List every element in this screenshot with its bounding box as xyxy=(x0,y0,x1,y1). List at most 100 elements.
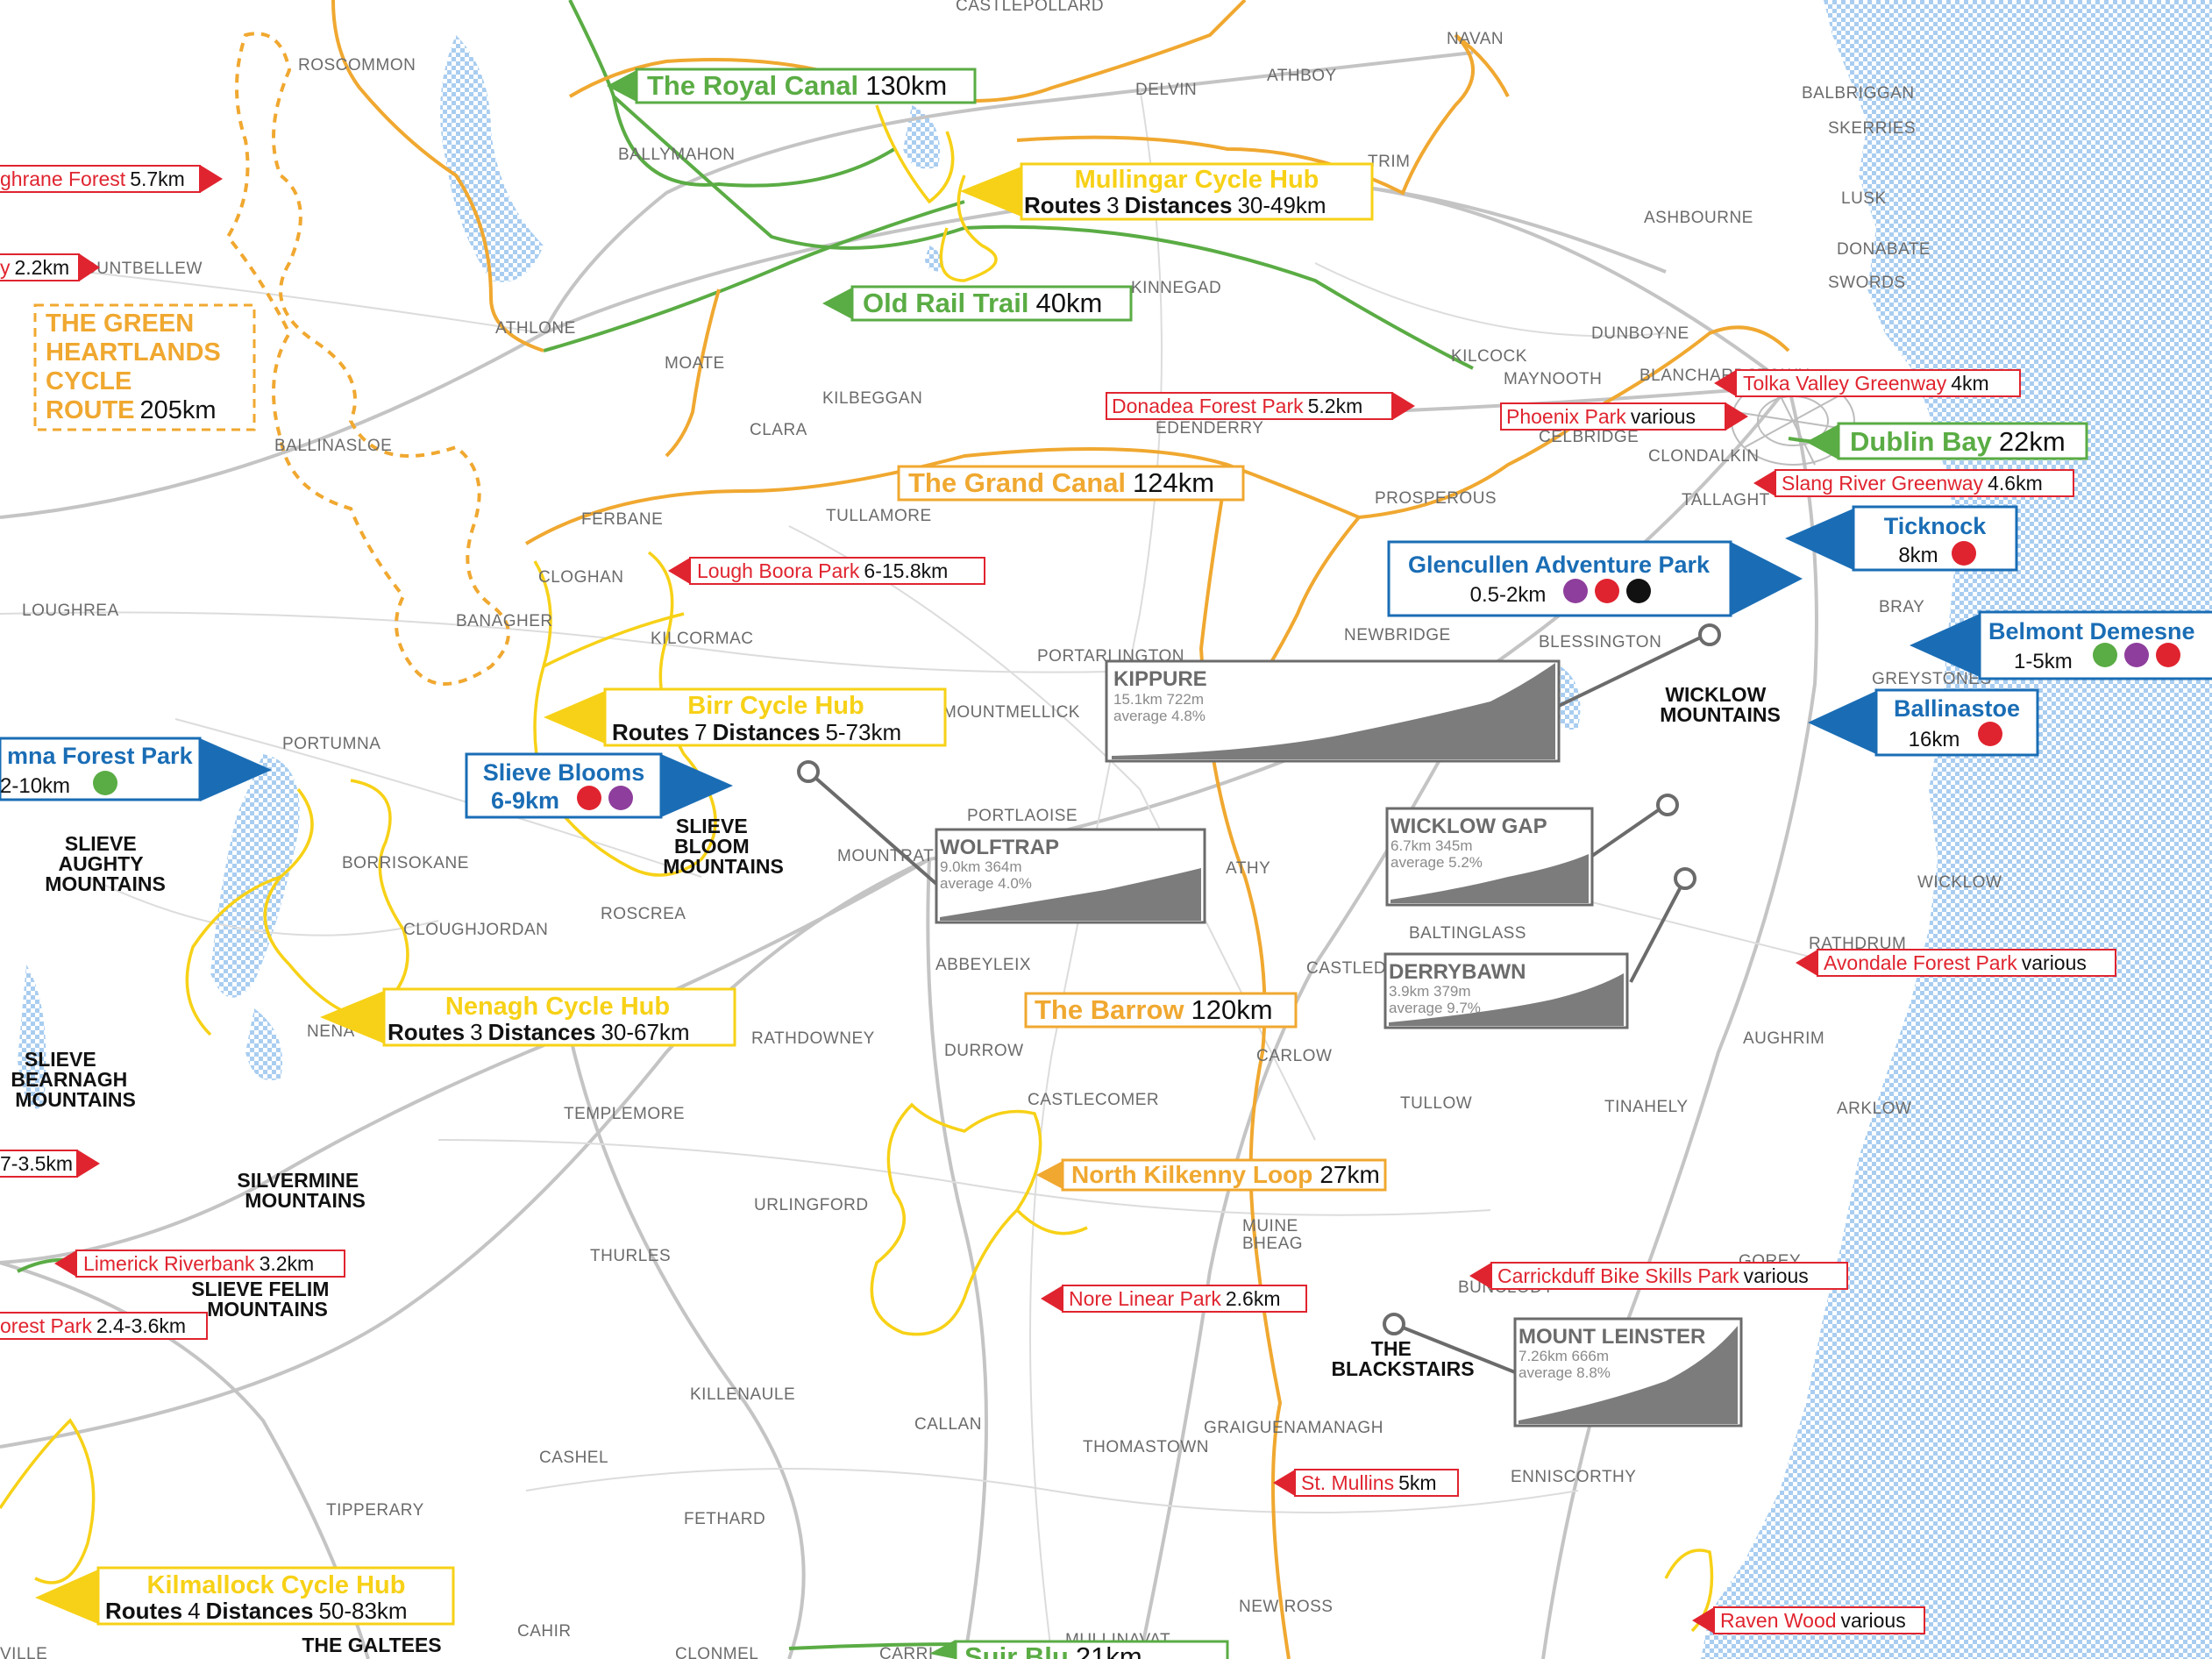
svg-text:7-3.5km: 7-3.5km xyxy=(0,1152,73,1175)
svg-text:average 5.2%: average 5.2% xyxy=(1391,854,1483,871)
town-rathdowney: RATHDOWNEY xyxy=(751,1029,875,1048)
grade-dot-red xyxy=(577,786,601,810)
town-ferbane: FERBANE xyxy=(581,510,663,529)
town-clara: CLARA xyxy=(750,421,807,439)
town-templemore: TEMPLEMORE xyxy=(564,1105,685,1123)
town-ballymahon: BALLYMAHON xyxy=(618,146,735,164)
town-delvin: DELVIN xyxy=(1135,81,1197,99)
town-tinahely: TINAHELY xyxy=(1604,1098,1689,1116)
svg-text:15.1km 722m: 15.1km 722m xyxy=(1113,691,1204,708)
svg-text:2-10km: 2-10km xyxy=(0,774,70,798)
mtb-portumna[interactable]: mna Forest Park 2-10km xyxy=(0,737,272,801)
mtb-belmont[interactable]: Belmont Demesne 1-5km xyxy=(1910,610,2212,680)
town-urlingford: URLINGFORD xyxy=(754,1196,869,1214)
town-rathdrum: RATHDRUM xyxy=(1809,935,1906,953)
mtb-glencullen[interactable]: Glencullen Adventure Park 0.5-2km xyxy=(1387,540,1803,617)
town-cahir: CAHIR xyxy=(517,1622,572,1641)
town-clonmel: CLONMEL xyxy=(675,1645,758,1659)
town-carrick: CARRI xyxy=(879,1645,934,1659)
town-prosperous: PROSPEROUS xyxy=(1375,489,1497,508)
town-swords: SWORDS xyxy=(1828,274,1906,292)
svg-text:Glencullen Adventure Park: Glencullen Adventure Park xyxy=(1408,552,1711,578)
climb-wicklow-gap[interactable]: WICKLOW GAP 6.7km 345m average 5.2% xyxy=(1385,794,1679,907)
town-thurles: THURLES xyxy=(590,1247,671,1265)
mountain-slieve-aughty: SLIEVE AUGHTY MOUNTAINS xyxy=(45,832,166,895)
town-tullow: TULLOW xyxy=(1400,1094,1472,1113)
mtb-ballinastoe[interactable]: Ballinastoe 16km xyxy=(1808,688,2039,757)
town-athy: ATHY xyxy=(1226,859,1270,878)
mtb-slieve-blooms[interactable]: Slieve Blooms 6-9km xyxy=(465,752,733,819)
town-ountbellew: OUNTBELLEW xyxy=(83,260,203,278)
town-greystones: GREYSTONES xyxy=(1872,670,1992,688)
mountain-silvermine: SILVERMINE MOUNTAINS xyxy=(237,1169,365,1212)
svg-text:MOUNT LEINSTER: MOUNT LEINSTER xyxy=(1519,1325,1705,1349)
svg-text:1-5km: 1-5km xyxy=(2014,650,2073,673)
town-castlepollard: CASTLEPOLLARD xyxy=(956,0,1104,15)
mountain-labels: SLIEVE AUGHTY MOUNTAINS SLIEVE BLOOM MOU… xyxy=(11,683,1780,1656)
grade-dot-green xyxy=(2093,643,2117,667)
mountain-wicklow: WICKLOW MOUNTAINS xyxy=(1660,683,1781,726)
town-carlow: CARLOW xyxy=(1256,1047,1332,1065)
grade-dot-red xyxy=(1978,722,2002,746)
town-roscrea: ROSCREA xyxy=(601,905,686,923)
climb-mount-leinster[interactable]: MOUNT LEINSTER 7.26km 666m average 8.8% xyxy=(1383,1313,1743,1428)
climb-derrybawn[interactable]: DERRYBAWN 3.9km 379m average 9.7% xyxy=(1383,867,1696,1029)
town-kilbeggan: KILBEGGAN xyxy=(822,389,922,408)
town-kilcock: KILCOCK xyxy=(1451,347,1527,366)
town-dunboyne: DUNBOYNE xyxy=(1591,324,1689,343)
town-arklow: ARKLOW xyxy=(1837,1100,1911,1118)
mountain-slieve-bloom: SLIEVE BLOOM MOUNTAINS xyxy=(663,815,784,878)
town-fethard: FETHARD xyxy=(684,1510,765,1528)
town-callan: CALLAN xyxy=(914,1415,982,1434)
town-mountrath: MOUNTRATH xyxy=(837,847,946,865)
climb-wolftrap[interactable]: WOLFTRAP 9.0km 364m average 4.0% xyxy=(797,760,1206,924)
svg-text:0.5-2km: 0.5-2km xyxy=(1470,583,1547,607)
town-loughrea: LOUGHREA xyxy=(22,602,119,620)
irish-sea xyxy=(1701,0,2212,1659)
svg-text:average 4.0%: average 4.0% xyxy=(940,875,1032,892)
town-celbridge: CELBRIDGE xyxy=(1539,428,1639,446)
road-network xyxy=(0,51,1818,1659)
mountain-slieve-bearnagh: SLIEVE BEARNAGH MOUNTAINS xyxy=(11,1048,135,1111)
town-portlaoise: PORTLAOISE xyxy=(967,807,1078,825)
town-clondalkin: CLONDALKIN xyxy=(1648,447,1759,466)
mtb-ticknock[interactable]: Ticknock 8km xyxy=(1785,505,2018,572)
town-cashel: CASHEL xyxy=(539,1449,608,1467)
svg-text:average 9.7%: average 9.7% xyxy=(1389,1000,1481,1016)
town-muine: MUINE xyxy=(1242,1217,1298,1235)
svg-text:y2.2km: y2.2km xyxy=(0,256,69,279)
svg-text:9.0km 364m: 9.0km 364m xyxy=(940,858,1022,875)
grade-dot-purple xyxy=(2124,643,2149,667)
climb-kippure[interactable]: KIPPURE 15.1km 722m average 4.8% xyxy=(1105,623,1721,763)
town-athlone: ATHLONE xyxy=(495,319,576,338)
town-castledermot: CASTLED xyxy=(1306,959,1386,978)
town-ashbourne: ASHBOURNE xyxy=(1644,209,1753,227)
town-labels: CASTLEPOLLARD NAVAN ROSCOMMON ATHBOY DEL… xyxy=(0,0,2002,1659)
